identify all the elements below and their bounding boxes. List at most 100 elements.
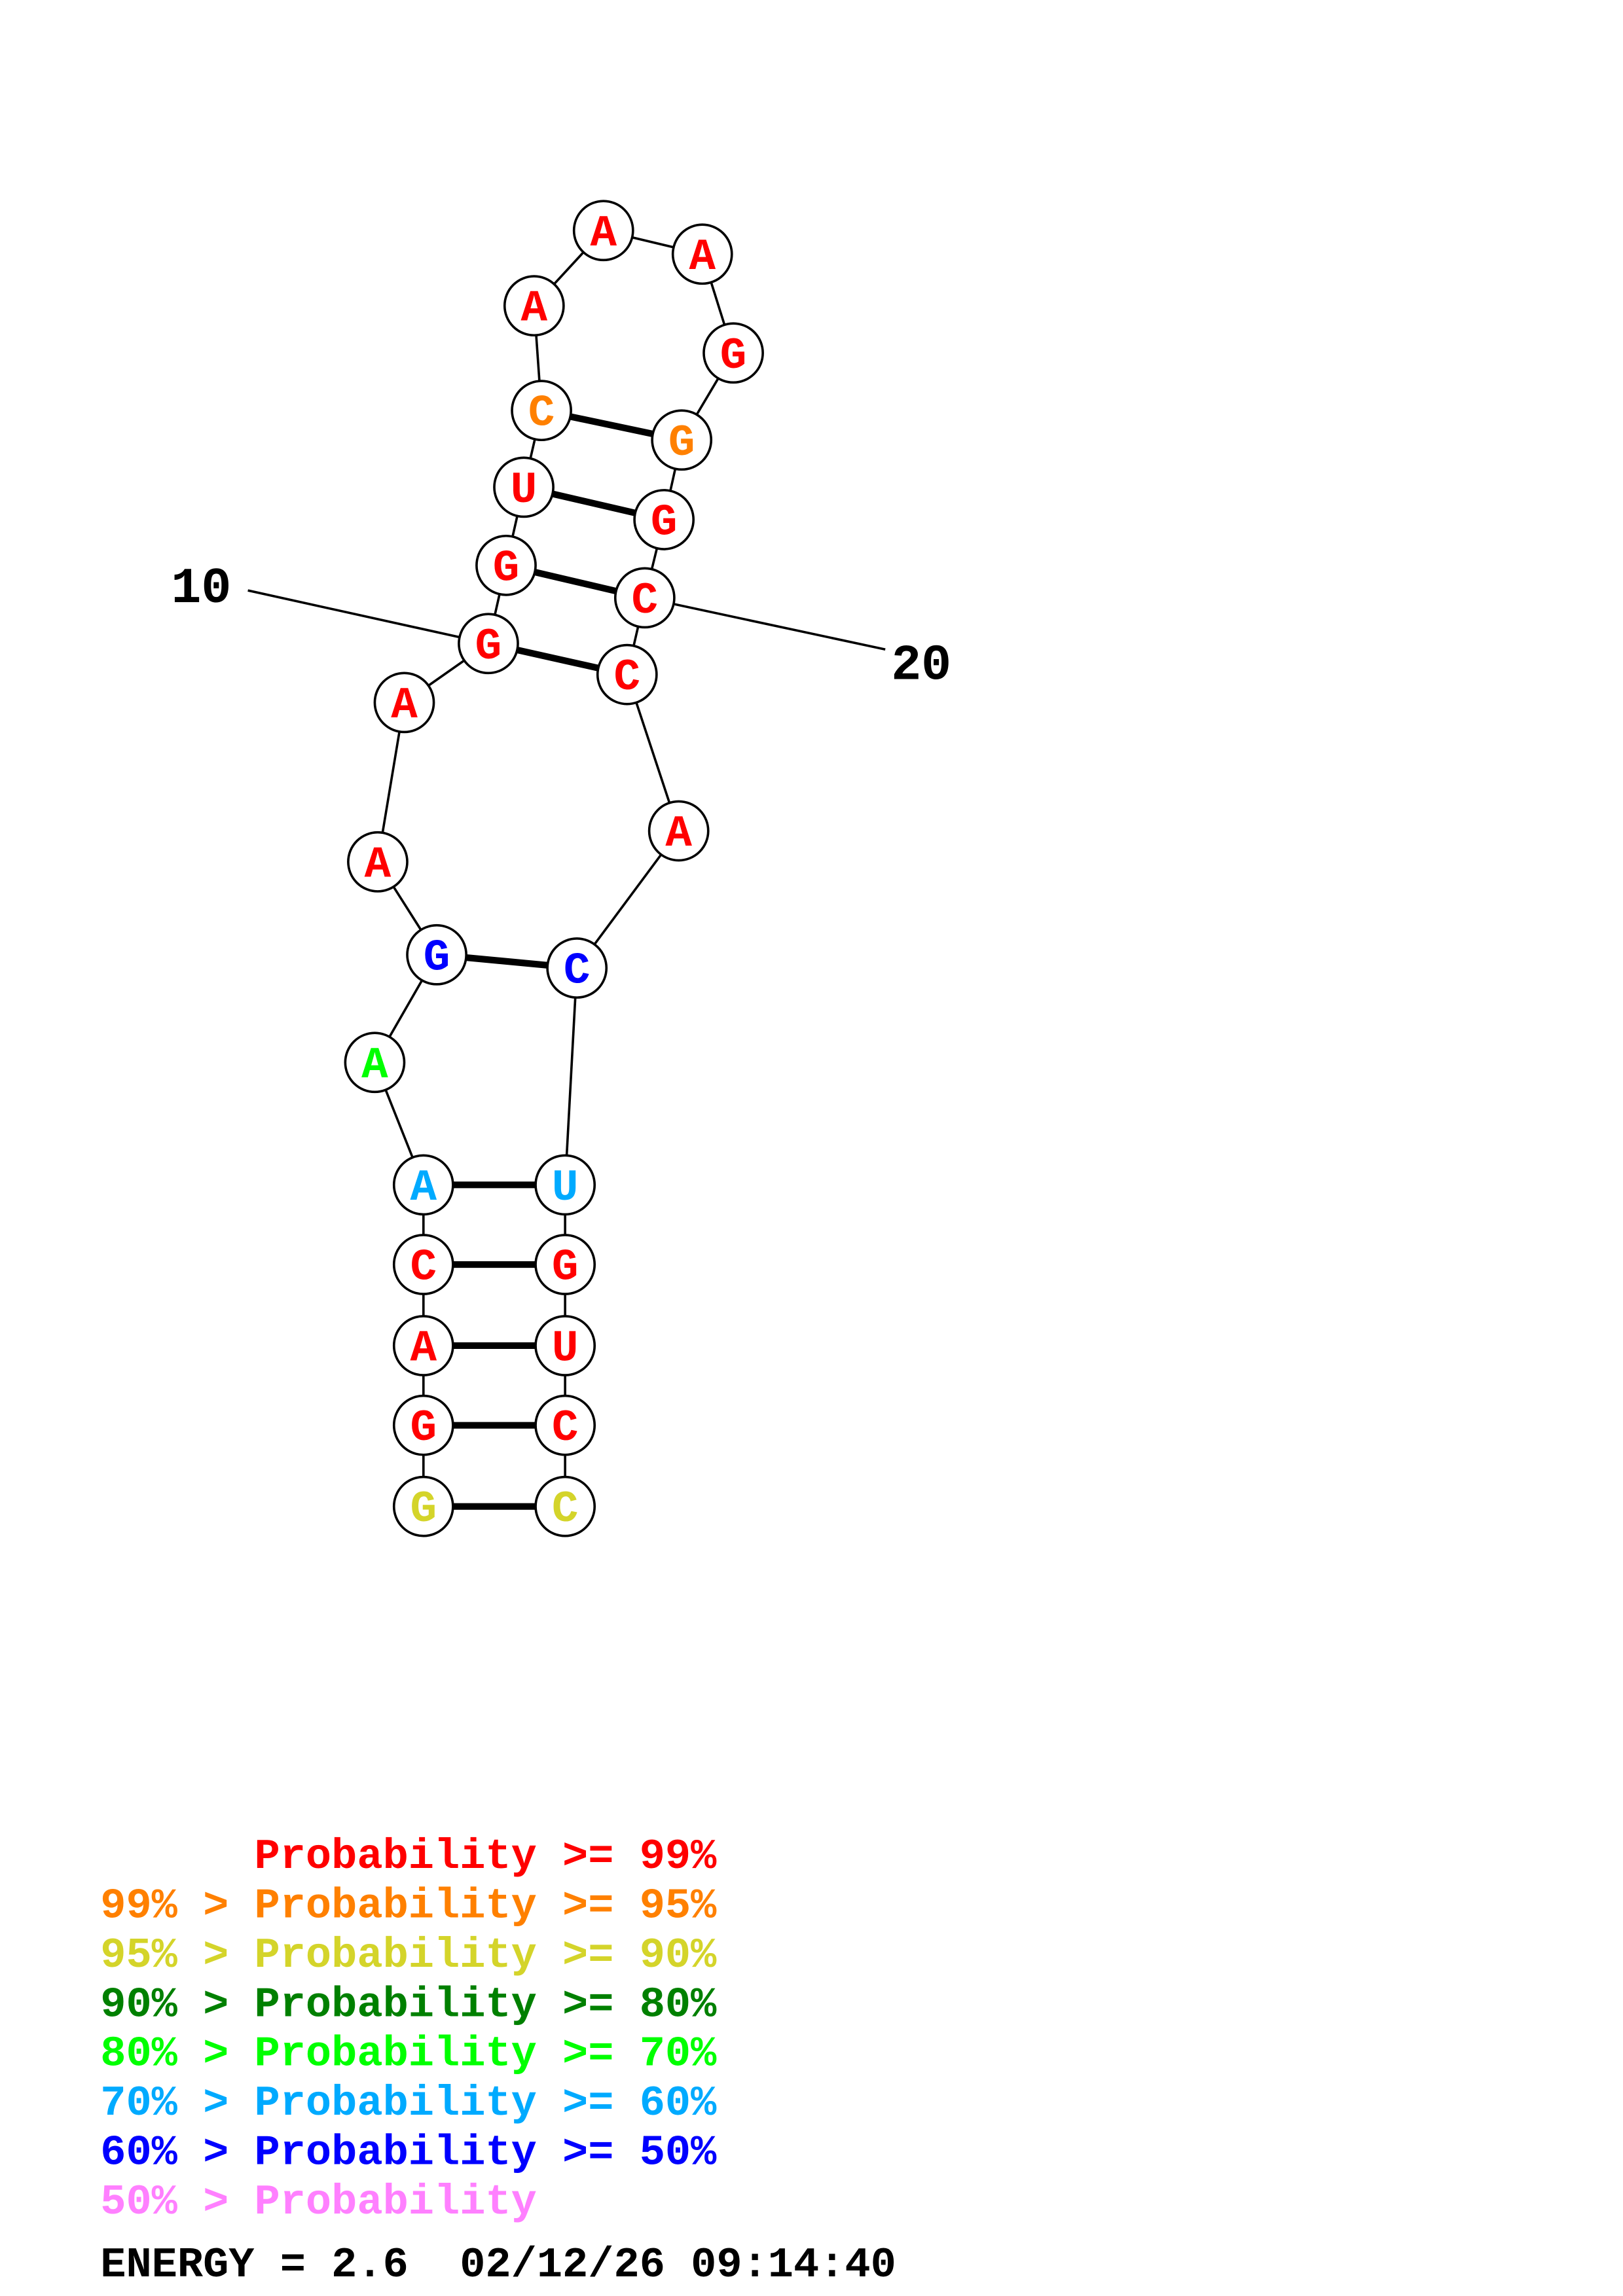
nucleotide-letter: U: [552, 1325, 579, 1374]
nucleotide-circle: [671, 223, 733, 285]
nucleotide-11: G: [475, 534, 537, 596]
nucleotide-4: C: [392, 1234, 454, 1295]
nucleotide-letter: A: [391, 681, 418, 731]
nucleotide-circle: [458, 613, 519, 675]
nucleotide-19: G: [633, 489, 695, 550]
nucleotide-27: C: [534, 1394, 596, 1456]
nucleotide-23: C: [546, 937, 608, 999]
position-labels: 10 20: [171, 561, 951, 694]
nucleotide-circle: [633, 489, 695, 550]
nucleotide-10: G: [458, 613, 519, 675]
nucleotide-circle: [534, 1475, 596, 1537]
nucleotide-letter: A: [665, 810, 692, 859]
nucleotide-letter: G: [475, 622, 502, 672]
legend-row: 95% > Probability >= 90%: [100, 1931, 717, 1980]
backbone-link: [564, 967, 578, 1185]
nucleotide-21: C: [596, 643, 658, 706]
nucleotide-28: C: [534, 1475, 596, 1537]
nucleotide-circle: [475, 534, 537, 596]
nucleotide-circle: [392, 1234, 454, 1295]
nucleotide-14: A: [503, 275, 565, 337]
nucleotide-circle: [534, 1234, 596, 1295]
nucleotide-letter: C: [410, 1244, 437, 1293]
nucleotide-circle: [347, 831, 409, 893]
nucleotide-circle: [503, 275, 565, 337]
nucleotide-letter: C: [614, 653, 641, 703]
legend-row: 99% > Probability >= 95%: [100, 1882, 717, 1930]
nucleotide-circle: [613, 567, 676, 629]
nucleotide-letter: G: [651, 498, 678, 548]
nucleotide-letter: A: [365, 840, 392, 890]
nucleotide-letter: A: [521, 285, 548, 334]
nucleotide-letter: G: [424, 933, 450, 983]
nucleotide-18: G: [651, 409, 713, 471]
nucleotide-24: U: [534, 1154, 596, 1216]
nucleotide-circle: [406, 924, 467, 986]
nucleotide-circle: [534, 1315, 596, 1376]
nucleotide-circle: [572, 200, 634, 262]
nucleotide-letter: G: [668, 419, 695, 469]
nucleotide-circle: [493, 456, 555, 518]
nucleotide-circle: [534, 1154, 596, 1216]
nucleotide-letter: U: [511, 466, 538, 516]
probability-legend: Probability >= 99%99% > Probability >= 9…: [100, 1833, 717, 2227]
nucleotide-letter: G: [410, 1404, 437, 1454]
nucleotide-letter: A: [410, 1164, 437, 1213]
legend-row: 60% > Probability >= 50%: [100, 2129, 717, 2178]
nucleotide-26: U: [534, 1315, 596, 1376]
position-20-tick: [644, 596, 886, 651]
nucleotide-letter: A: [590, 209, 617, 259]
nucleotide-circle: [546, 937, 608, 999]
legend-row: 90% > Probability >= 80%: [100, 1981, 717, 2029]
nucleotide-circle: [373, 672, 435, 734]
nucleotide-5: A: [392, 1154, 454, 1216]
nucleotide-letter: G: [493, 544, 520, 594]
nucleotide-13: C: [511, 380, 572, 442]
nucleotide-letter: C: [552, 1485, 579, 1535]
nucleotide-8: A: [347, 831, 409, 893]
position-10-label: 10: [171, 561, 231, 618]
nucleotide-1: G: [392, 1475, 454, 1537]
nucleotide-letter: G: [552, 1244, 579, 1293]
nucleotide-letter: U: [552, 1164, 579, 1213]
nucleotide-letter: C: [528, 389, 555, 439]
legend-row: Probability >= 99%: [100, 1833, 717, 1881]
nucleotide-20: C: [613, 567, 676, 629]
legend-row: 50% > Probability: [100, 2178, 537, 2227]
nucleotide-circle: [511, 380, 572, 442]
nucleotide-17: G: [702, 322, 764, 384]
nucleotide-circle: [596, 643, 658, 706]
nucleotide-22: A: [647, 800, 710, 862]
nucleotide-letter: A: [361, 1041, 388, 1091]
legend-row: 70% > Probability >= 60%: [100, 2079, 717, 2128]
nucleotide-15: A: [572, 200, 634, 262]
nucleotide-circle: [392, 1394, 454, 1456]
nucleotide-letter: G: [720, 332, 747, 382]
nucleotide-circle: [392, 1315, 454, 1376]
nucleotide-6: A: [344, 1031, 406, 1094]
nucleotide-circle: [392, 1154, 454, 1216]
legend-row: 80% > Probability >= 70%: [100, 2030, 717, 2079]
nucleotide-circle: [647, 800, 710, 862]
energy-footer: ENERGY = 2.6 02/12/26 09:14:40: [100, 2241, 896, 2289]
nucleotide-circle: [392, 1475, 454, 1537]
nucleotide-7: G: [406, 924, 467, 986]
nucleotide-circle: [534, 1394, 596, 1456]
position-10-tick: [247, 589, 489, 645]
position-20-label: 20: [891, 637, 951, 694]
nucleotide-circle: [702, 322, 764, 384]
nucleotide-16: A: [671, 223, 733, 285]
nucleotide-3: A: [392, 1315, 454, 1376]
nucleotide-letter: G: [410, 1485, 437, 1535]
nucleotide-letter: C: [564, 947, 591, 997]
nucleotide-9: A: [373, 672, 435, 734]
nucleotide-letter: A: [689, 233, 716, 283]
nucleotide-letter: A: [410, 1325, 437, 1374]
nucleotide-2: G: [392, 1394, 454, 1456]
nucleotide-12: U: [493, 456, 555, 518]
nucleotide-letter: C: [552, 1404, 579, 1454]
nucleotide-circle: [344, 1031, 406, 1094]
nucleotide-letter: C: [632, 577, 659, 626]
